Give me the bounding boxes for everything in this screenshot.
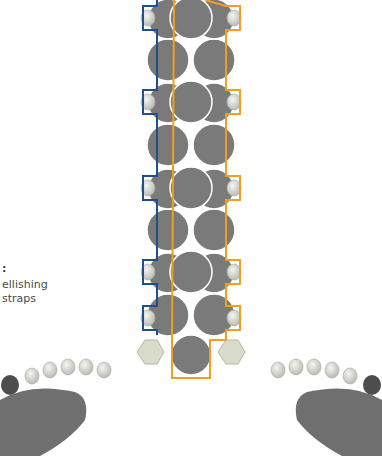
pearl-bead xyxy=(227,310,241,326)
round-bead xyxy=(170,81,212,123)
thread-path xyxy=(143,0,157,335)
hex-bead xyxy=(218,340,245,364)
pearl-bead xyxy=(227,180,241,196)
pearl-bead xyxy=(227,264,241,280)
round-bead xyxy=(170,0,212,39)
round-bead xyxy=(170,251,212,293)
figure-caption: : xyxy=(2,262,6,275)
pearl-bead xyxy=(227,10,241,26)
thread-path xyxy=(172,0,240,378)
round-bead xyxy=(193,39,235,81)
dark-bead xyxy=(1,375,19,395)
pearl-bead xyxy=(227,94,241,110)
strap-bead xyxy=(0,388,86,456)
strap-bead xyxy=(296,388,382,456)
hex-bead xyxy=(137,340,164,364)
round-bead xyxy=(147,124,189,166)
round-bead xyxy=(170,167,212,209)
round-bead xyxy=(193,124,235,166)
round-bead xyxy=(147,39,189,81)
round-bead xyxy=(193,209,235,251)
dark-bead xyxy=(363,375,381,395)
round-bead xyxy=(147,209,189,251)
figure-caption: ellishing xyxy=(2,278,48,291)
figure-caption: straps xyxy=(2,292,36,305)
round-bead xyxy=(171,335,211,375)
